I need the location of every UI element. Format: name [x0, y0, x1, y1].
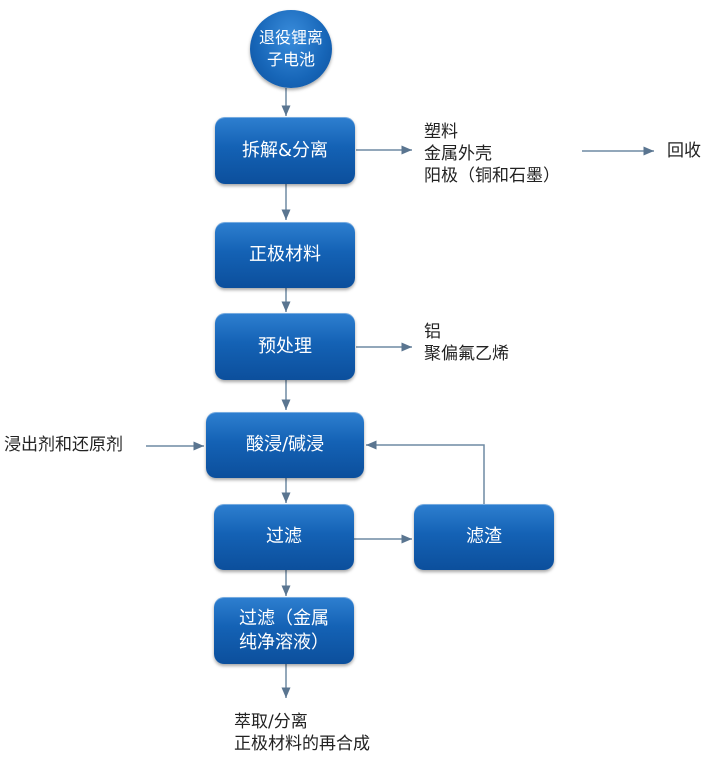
output-resynthesis: 正极材料的再合成 [234, 734, 370, 754]
node-dismantle: 拆解&分离 [215, 117, 355, 184]
leach-input-label: 浸出剂和还原剂 [4, 435, 123, 455]
node-cathode: 正极材料 [215, 222, 355, 288]
arrow-residue-to-leach [366, 440, 485, 504]
pretreat-outputs: 铝 聚偏氟乙烯 [424, 321, 509, 365]
node-start: 退役锂离 子电池 [250, 10, 332, 88]
output-plastic: 塑料 [424, 122, 458, 142]
output-metal-shell: 金属外壳 [424, 144, 492, 164]
output-pvdf: 聚偏氟乙烯 [424, 344, 509, 364]
recycle-label: 回收 [667, 141, 701, 161]
final-outputs: 萃取/分离 正极材料的再合成 [234, 711, 370, 755]
node-residue: 滤渣 [414, 504, 554, 570]
output-extraction: 萃取/分离 [234, 712, 308, 732]
output-aluminum: 铝 [424, 322, 441, 342]
node-pretreat: 预处理 [215, 313, 355, 380]
dismantle-outputs: 塑料 金属外壳 阳极（铜和石墨） [424, 121, 560, 187]
node-leach: 酸浸/碱浸 [206, 412, 364, 478]
node-pure-solution: 过滤（金属 纯净溶液） [214, 597, 354, 664]
node-filter: 过滤 [214, 504, 354, 570]
output-anode: 阳极（铜和石墨） [424, 166, 560, 186]
